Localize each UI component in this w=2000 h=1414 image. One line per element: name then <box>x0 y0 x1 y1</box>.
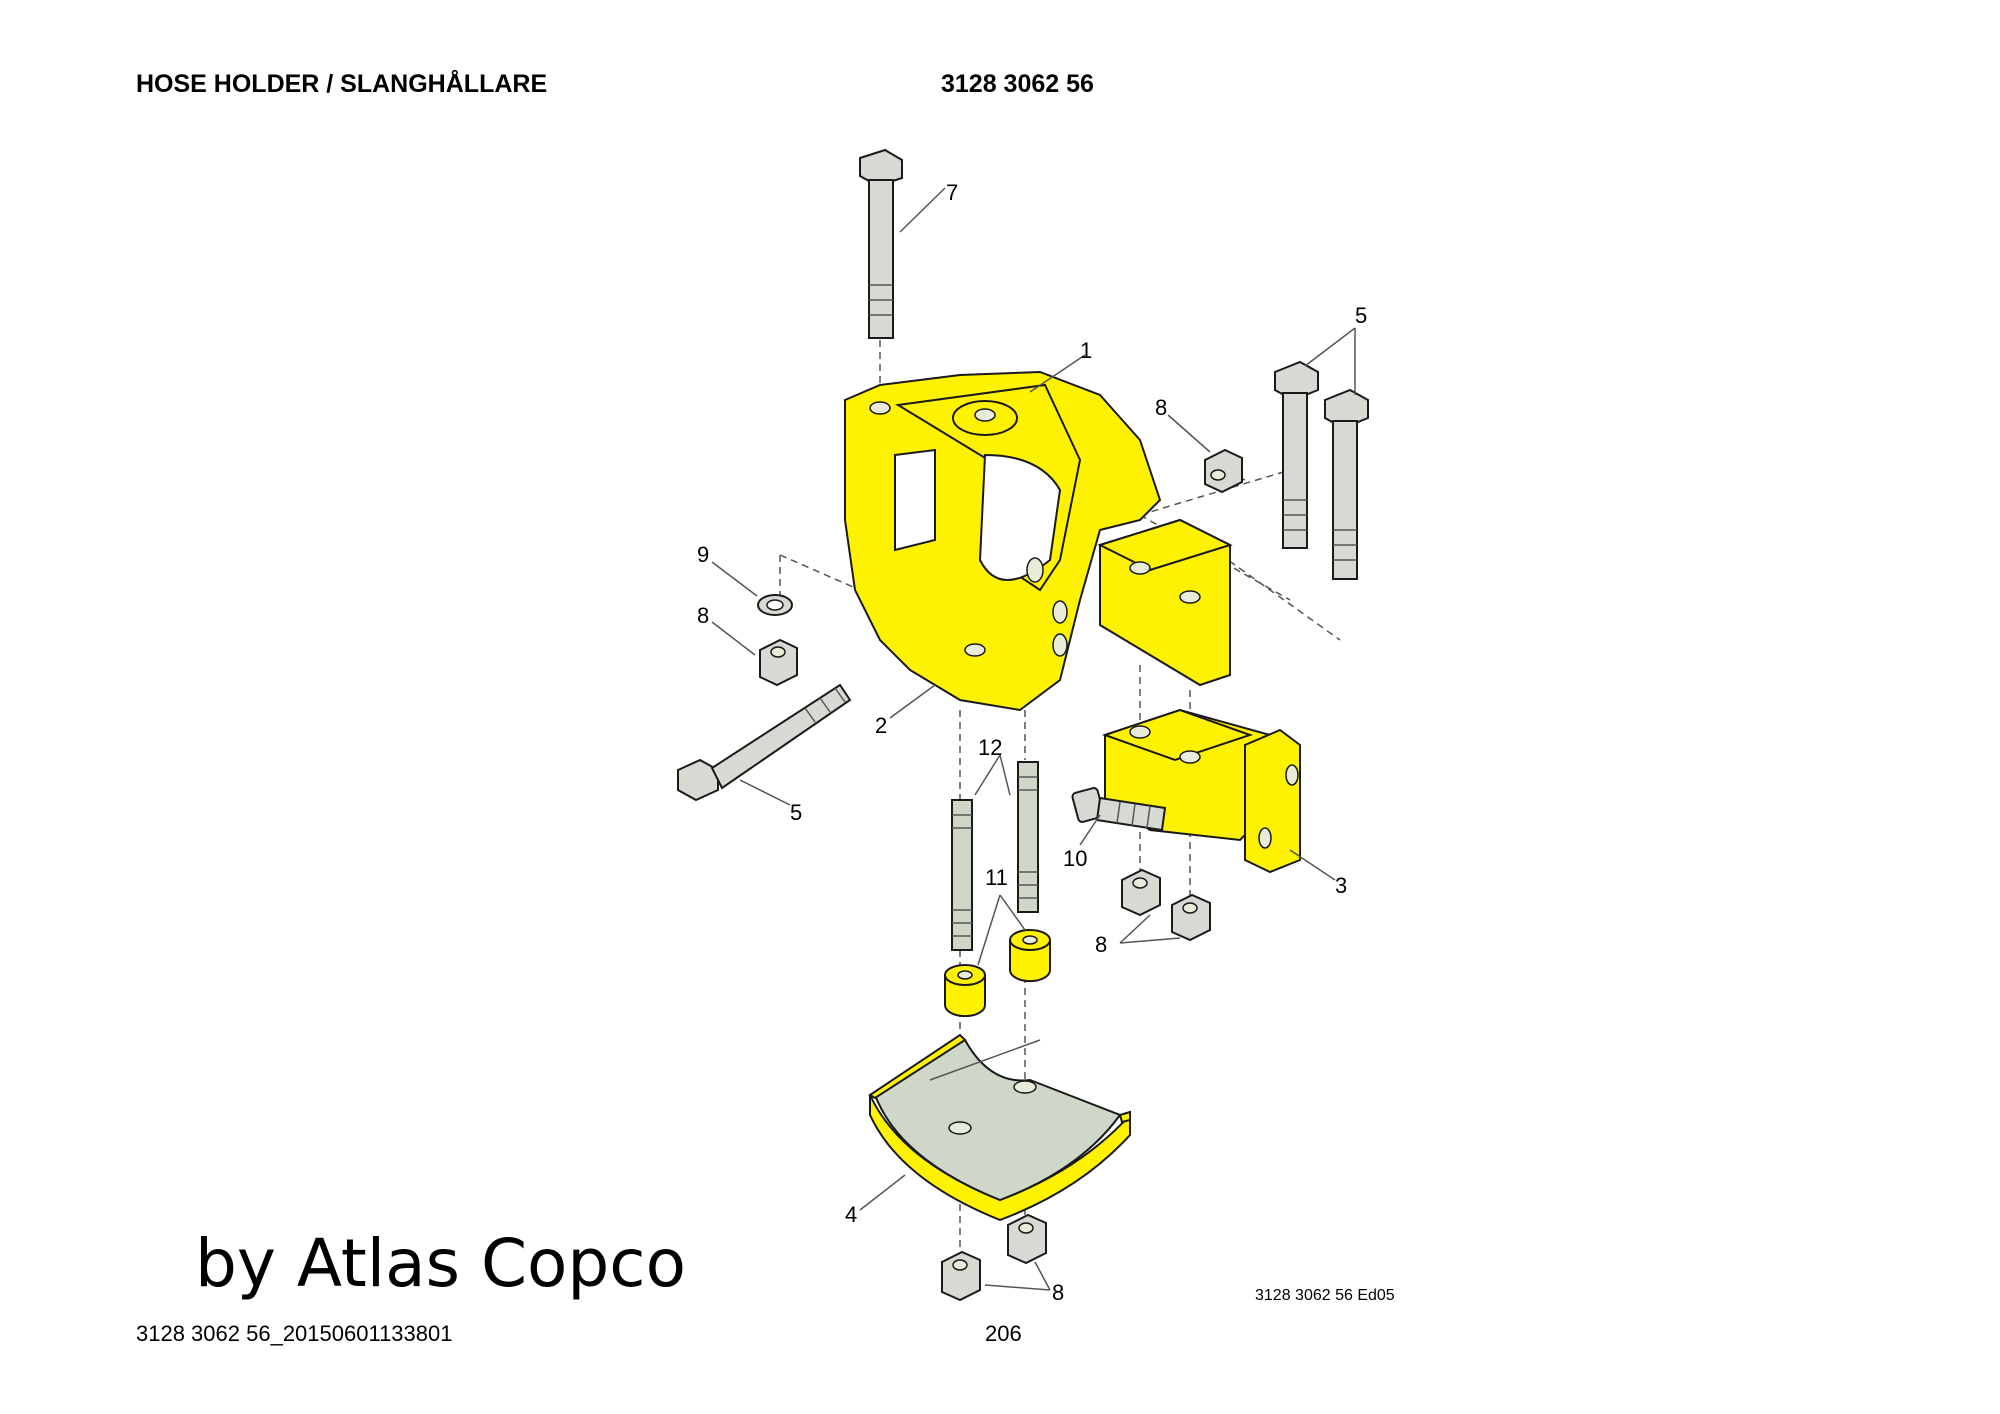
callout-11: 11 <box>985 865 1008 890</box>
watermark-text: by Atlas Copco <box>195 1225 686 1302</box>
nut-8-left <box>759 638 798 687</box>
part-number: 3128 3062 56 <box>941 70 1094 98</box>
callout-5-left: 5 <box>790 800 802 825</box>
callout-3: 3 <box>1335 873 1347 898</box>
callout-4: 4 <box>845 1202 857 1227</box>
nuts-8-right <box>1121 868 1211 942</box>
studs-12 <box>951 761 1039 951</box>
washer-9 <box>757 594 793 616</box>
callout-8-left: 8 <box>697 603 709 628</box>
callout-8-right: 8 <box>1095 932 1107 957</box>
housing-part-1 <box>844 370 1233 712</box>
callout-5-right: 5 <box>1355 303 1367 328</box>
callout-9: 9 <box>697 542 709 567</box>
bolts-5-right <box>1274 360 1369 580</box>
callout-8-upper: 8 <box>1155 395 1167 420</box>
callout-7: 7 <box>946 180 958 205</box>
callout-8-bottom: 8 <box>1052 1280 1064 1305</box>
nut-8-upper <box>1204 448 1243 494</box>
footer-document-id: 3128 3062 56_20150601133801 <box>136 1321 453 1346</box>
callout-2: 2 <box>875 713 887 738</box>
callout-10: 10 <box>1063 846 1087 871</box>
page-title: HOSE HOLDER / SLANGHÅLLARE <box>136 70 548 98</box>
screw-10 <box>1071 787 1167 832</box>
spacers-11 <box>944 929 1051 1018</box>
footer-page-number: 206 <box>985 1321 1022 1346</box>
bracket-part-3 <box>1101 708 1301 874</box>
clamp-part-4 <box>868 1033 1131 1222</box>
nuts-8-bottom <box>941 1213 1047 1302</box>
callout-12: 12 <box>978 735 1002 760</box>
callout-1: 1 <box>1080 338 1092 363</box>
leader-lines <box>711 187 1356 1291</box>
edition-label: 3128 3062 56 Ed05 <box>1255 1287 1395 1304</box>
bolt-5-left <box>677 683 852 802</box>
bolt-7 <box>859 148 903 339</box>
